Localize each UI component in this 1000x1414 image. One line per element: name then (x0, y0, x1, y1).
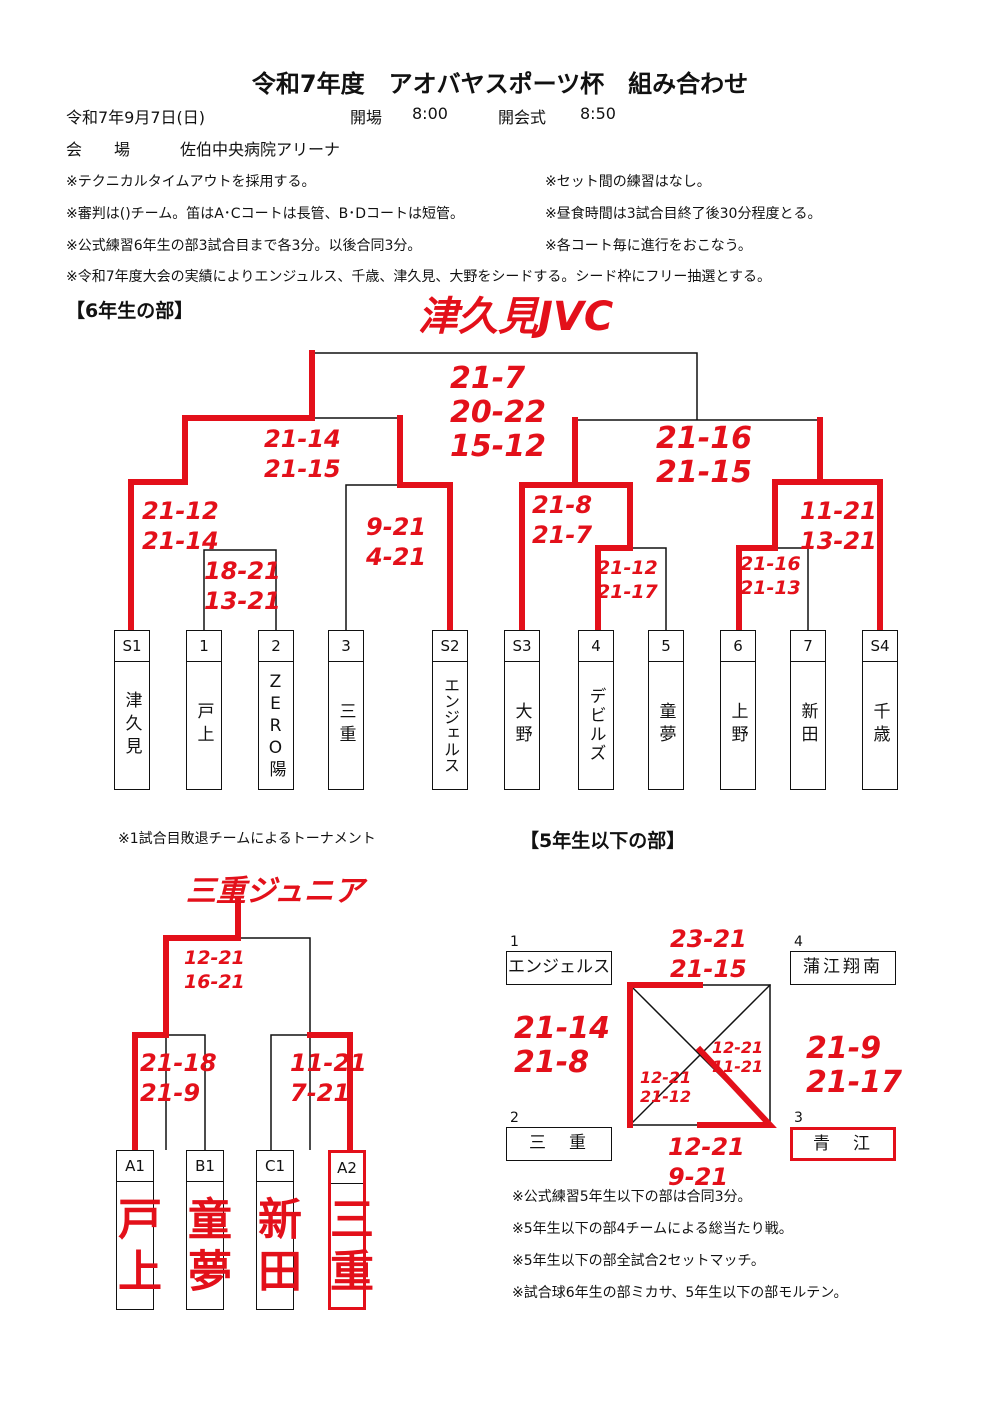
team-name: 三重 (322, 1196, 373, 1300)
page-title: 令和7年度 アオバヤスポーツ杯 組み合わせ (251, 70, 749, 98)
note-lunch: ※昼食時間は3試合目終了後30分程度とる。 (545, 206, 822, 222)
team-name: 新田 (250, 1196, 301, 1300)
grade5-note-practice: ※公式練習5年生以下の部は合同3分。 (512, 1189, 752, 1205)
team-seed: S3 (505, 631, 539, 662)
team-box-1: 1 戸上 (186, 630, 222, 790)
team-box-3: 3 三重 (328, 630, 364, 790)
team-seed: S4 (863, 631, 897, 662)
consolation-box-a1: A1 戸上 (110, 1150, 161, 1310)
note-seed: ※令和7年度大会の実績によりエンジュルス、千歳、津久見、大野をシードする。シード… (66, 269, 771, 285)
team-name: 津久見 (121, 690, 142, 760)
grade6-section-title: 【6年生の部】 (66, 300, 194, 322)
grade6-champion: 津久見JVC (418, 294, 614, 340)
team-box-s4: S4 千歳 (862, 630, 898, 790)
rr-team-3: 青 江 (790, 1127, 896, 1161)
team-box-7: 7 新田 (790, 630, 826, 790)
grade5-note-ball: ※試合球6年生の部ミカサ、5年生以下の部モルテン。 (512, 1285, 848, 1301)
team-box-4: 4 デビルズ (578, 630, 614, 790)
team-name: 戸上 (110, 1196, 161, 1300)
team-seed: 1 (187, 631, 221, 662)
rr-team-1: エンジェルス (506, 951, 612, 985)
team-name: デビルズ (585, 687, 606, 763)
team-name: エンジェルス (441, 677, 460, 773)
team-name: 童夢 (655, 702, 676, 748)
team-seed: S2 (433, 631, 467, 662)
consolation-champion: 三重ジュニア (186, 874, 364, 909)
note-no-practice: ※セット間の練習はなし。 (545, 174, 711, 190)
ceremony-label: 開会式 (498, 108, 547, 127)
venue-label: 会 場 (66, 140, 131, 159)
open-label: 開場 (350, 108, 383, 127)
team-name: 童夢 (180, 1196, 231, 1300)
team-seed: 5 (649, 631, 683, 662)
team-seed: 4 (579, 631, 613, 662)
team-name: 上野 (727, 702, 748, 748)
team-box-s1: S1 津久見 (114, 630, 150, 790)
team-name: 新田 (797, 702, 818, 748)
consolation-box-a2: A2 三重 (322, 1150, 373, 1310)
team-seed: A1 (117, 1151, 153, 1182)
team-name: ZERO陽 (265, 671, 286, 779)
team-box-2: 2 ZERO陽 (258, 630, 294, 790)
grade5-note-roundrobin: ※5年生以下の部4チームによる総当たり戦。 (512, 1221, 793, 1237)
rr-team-num-2: 2 (510, 1110, 519, 1126)
team-seed: 6 (721, 631, 755, 662)
team-seed: 7 (791, 631, 825, 662)
team-name: 戸上 (193, 702, 214, 748)
open-time: 8:00 (412, 104, 448, 123)
team-name: 千歳 (869, 702, 890, 748)
grade5-section-title: 【5年生以下の部】 (520, 830, 686, 852)
team-seed: A2 (331, 1153, 363, 1184)
venue: 佐伯中央病院アリーナ (180, 140, 341, 159)
consolation-box-b1: B1 童夢 (180, 1150, 231, 1310)
team-seed: 2 (259, 631, 293, 662)
rr-team-num-4: 4 (794, 934, 803, 950)
team-seed: C1 (257, 1151, 293, 1182)
rr-team-num-3: 3 (794, 1110, 803, 1126)
rr-team-2: 三 重 (506, 1127, 612, 1161)
consolation-box-c1: C1 新田 (250, 1150, 301, 1310)
team-box-s2: S2 エンジェルス (432, 630, 468, 790)
team-seed: 3 (329, 631, 363, 662)
team-box-5: 5 童夢 (648, 630, 684, 790)
grade5-note-sets: ※5年生以下の部全試合2セットマッチ。 (512, 1253, 765, 1269)
rr-team-4: 蒲江翔南 (790, 951, 896, 985)
team-seed: S1 (115, 631, 149, 662)
team-box-s3: S3 大野 (504, 630, 540, 790)
team-name: 三重 (335, 702, 356, 748)
note-referee: ※審判は()チーム。笛はA･Cコートは長管、B･Dコートは短管。 (66, 206, 464, 222)
consolation-note: ※1試合目敗退チームによるトーナメント (118, 831, 376, 847)
team-box-6: 6 上野 (720, 630, 756, 790)
note-practice: ※公式練習6年生の部3試合目まで各3分。以後合同3分。 (66, 238, 422, 254)
ceremony-time: 8:50 (580, 104, 616, 123)
event-date: 令和7年9月7日(日) (66, 108, 206, 127)
note-court: ※各コート毎に進行をおこなう。 (545, 238, 752, 254)
team-name: 大野 (511, 702, 532, 748)
team-seed: B1 (187, 1151, 223, 1182)
rr-team-num-1: 1 (510, 934, 519, 950)
note-timeout: ※テクニカルタイムアウトを採用する。 (66, 174, 316, 190)
